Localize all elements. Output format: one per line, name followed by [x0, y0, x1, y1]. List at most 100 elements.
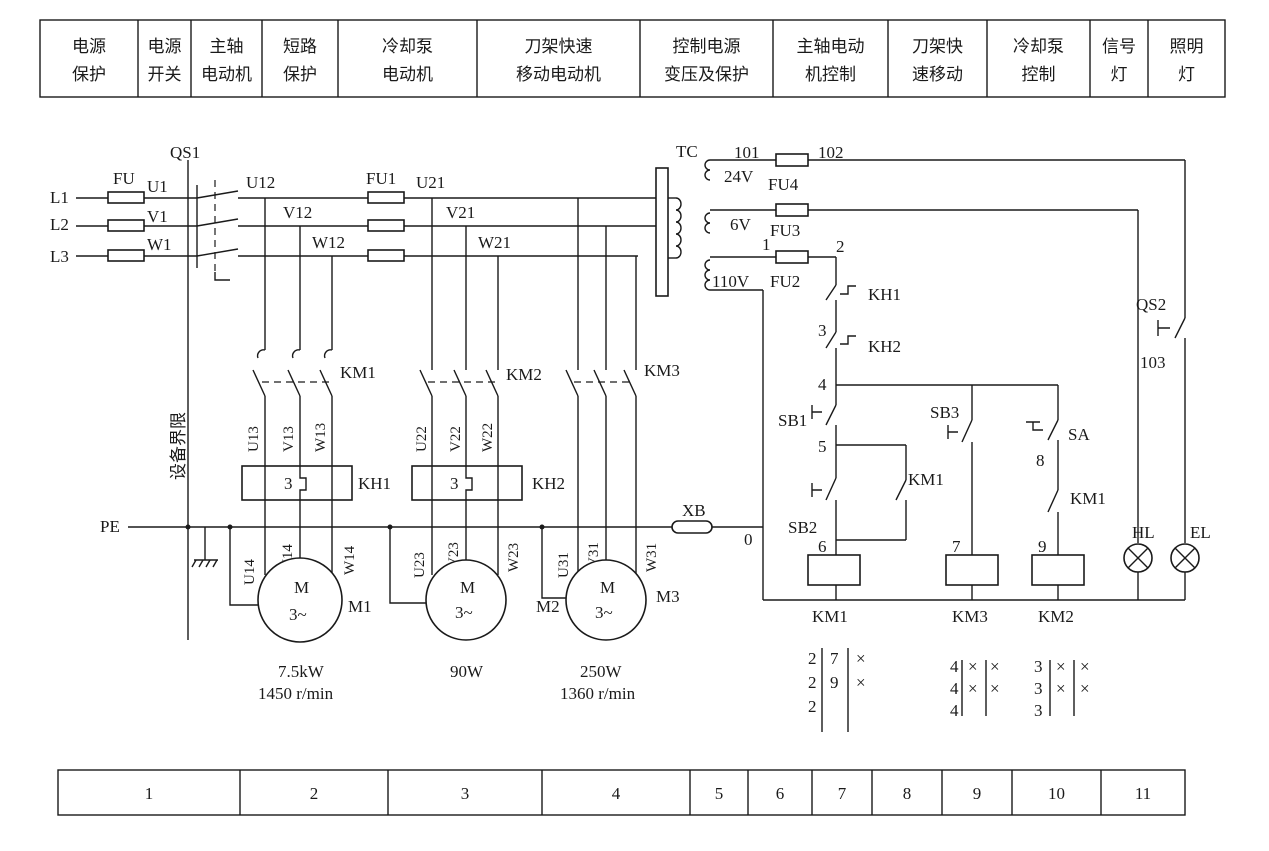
km2-ref-col1-0: 3: [1034, 657, 1043, 676]
m2-name: M2: [536, 597, 560, 616]
sa-label: SA: [1068, 425, 1090, 444]
tap-110v: 110V: [712, 272, 750, 291]
kh2-heater-count: 3: [450, 474, 459, 493]
footer-cell-11: 11: [1135, 784, 1151, 803]
header-cell-6-line1: 刀架快速: [525, 37, 593, 57]
line-label-l1: L1: [50, 188, 69, 207]
km2-ref-col1-1: 3: [1034, 679, 1043, 698]
m2-phase: 3~: [455, 603, 473, 622]
fuse-fu1-label: FU1: [366, 169, 396, 188]
qs2-label: QS2: [1136, 295, 1166, 314]
footer-cell-3: 3: [461, 784, 470, 803]
node-1: 1: [762, 235, 771, 254]
fuse-fu3: [775, 203, 809, 217]
node-2: 2: [836, 237, 845, 256]
km1-hold-label: KM1: [908, 470, 944, 489]
km3-ref-col2-1: ×: [968, 679, 978, 698]
motor-m3: [565, 559, 647, 641]
equipment-boundary-label: 设备界限: [169, 412, 189, 480]
header-cell-11-line2: 灯: [1111, 65, 1128, 85]
footer-cell-9: 9: [973, 784, 982, 803]
header-cell-8-line2: 机控制: [805, 65, 856, 85]
m3-name: M3: [656, 587, 680, 606]
header-cell-8-line1: 主轴电动: [797, 37, 865, 57]
coil-km3: [945, 554, 999, 586]
wire-u22-label: U22: [414, 426, 430, 452]
line-label-l3: L3: [50, 247, 69, 266]
motor-m1: [257, 557, 343, 643]
phase-v12-label: V12: [283, 203, 312, 222]
header-cell-1-line2: 保护: [72, 65, 106, 85]
node-102: 102: [818, 143, 844, 162]
m1-speed: 1450 r/min: [258, 684, 334, 703]
fuse-fu3-label: FU3: [770, 221, 800, 240]
phase-u12-label: U12: [246, 173, 275, 192]
m1-name: M1: [348, 597, 372, 616]
header-cell-6-line2: 移动电动机: [516, 65, 601, 85]
node-5: 5: [818, 437, 827, 456]
km3-ref-col1-1: 4: [950, 679, 959, 698]
node-9: 9: [1038, 537, 1047, 556]
phase-w21-label: W21: [478, 233, 511, 252]
wire-u13-label: U13: [246, 426, 262, 452]
fuse-fu-l3: [107, 249, 145, 262]
phase-u21-label: U21: [416, 173, 445, 192]
kh1-label: KH1: [358, 474, 391, 493]
terminal-xb: [671, 520, 713, 534]
km1-ref-col3-1: ×: [856, 673, 866, 692]
fuse-fu1-v: [367, 219, 405, 232]
km3-ref-col1-0: 4: [950, 657, 959, 676]
fuse-fu1-u: [367, 191, 405, 204]
pe-label: PE: [100, 517, 120, 536]
header-cell-12-line1: 照明: [1170, 37, 1204, 57]
m2-power: 90W: [450, 662, 484, 681]
header-cell-5-line1: 冷却泵: [382, 37, 433, 57]
transformer-tc-label: TC: [676, 142, 698, 161]
footer-cell-7: 7: [838, 784, 847, 803]
thermal-relay-kh2: [411, 465, 523, 501]
motor-m1-branch: KM1 U13 V13 W13 3 KH1 U14 V14 W14 M 3~ M…: [227, 198, 391, 703]
node-3: 3: [818, 321, 827, 340]
wire-w14-label: W14: [342, 545, 358, 575]
m3-speed: 1360 r/min: [560, 684, 636, 703]
footer-cell-1: 1: [145, 784, 154, 803]
header-cell-9-line1: 刀架快: [912, 37, 963, 57]
km3-ref-col2-0: ×: [968, 657, 978, 676]
wire-w22-label: W22: [480, 423, 496, 452]
footer-cell-10: 10: [1048, 784, 1065, 803]
sb2-label: SB2: [788, 518, 817, 537]
node-103: 103: [1140, 353, 1166, 372]
footer-cell-4: 4: [612, 784, 621, 803]
km2-ref-col1-2: 3: [1034, 701, 1043, 720]
km2-ref-col3-0: ×: [1080, 657, 1090, 676]
phase-w12-label: W12: [312, 233, 345, 252]
m2-symbol: M: [460, 578, 475, 597]
km3-ref-col1-2: 4: [950, 701, 959, 720]
fuse-fu4: [775, 153, 809, 167]
m1-phase: 3~: [289, 605, 307, 624]
km1-sa-label: KM1: [1070, 489, 1106, 508]
header-cell-4-line1: 短路: [283, 37, 317, 57]
node-101: 101: [734, 143, 760, 162]
m3-phase: 3~: [595, 603, 613, 622]
km1-ref-col1-2: 2: [808, 697, 817, 716]
lamp-hl-label: HL: [1132, 523, 1155, 542]
header-cell-10-line2: 控制: [1022, 65, 1056, 85]
control-circuit: KH1 3 KH2 4 SB1 5 SB2 6 KM1 KM1: [778, 160, 1211, 626]
fuse-fu-l2: [107, 219, 145, 232]
header-cell-2-line2: 开关: [148, 65, 182, 85]
coil-km1: [807, 554, 861, 586]
header-cell-3-line1: 主轴: [210, 37, 244, 57]
header-cell-11-line1: 信号: [1102, 37, 1136, 57]
footer-cell-2: 2: [310, 784, 319, 803]
km1-main-label: KM1: [340, 363, 376, 382]
line-label-l2: L2: [50, 215, 69, 234]
km1-ref-col2-0: 7: [830, 649, 839, 668]
phase-u1-label: U1: [147, 177, 168, 196]
km2-ref-col2-0: ×: [1056, 657, 1066, 676]
lamp-el-label: EL: [1190, 523, 1211, 542]
fuse-fu2: [775, 250, 809, 264]
xb-label: XB: [682, 501, 706, 520]
footer-cell-5: 5: [715, 784, 724, 803]
